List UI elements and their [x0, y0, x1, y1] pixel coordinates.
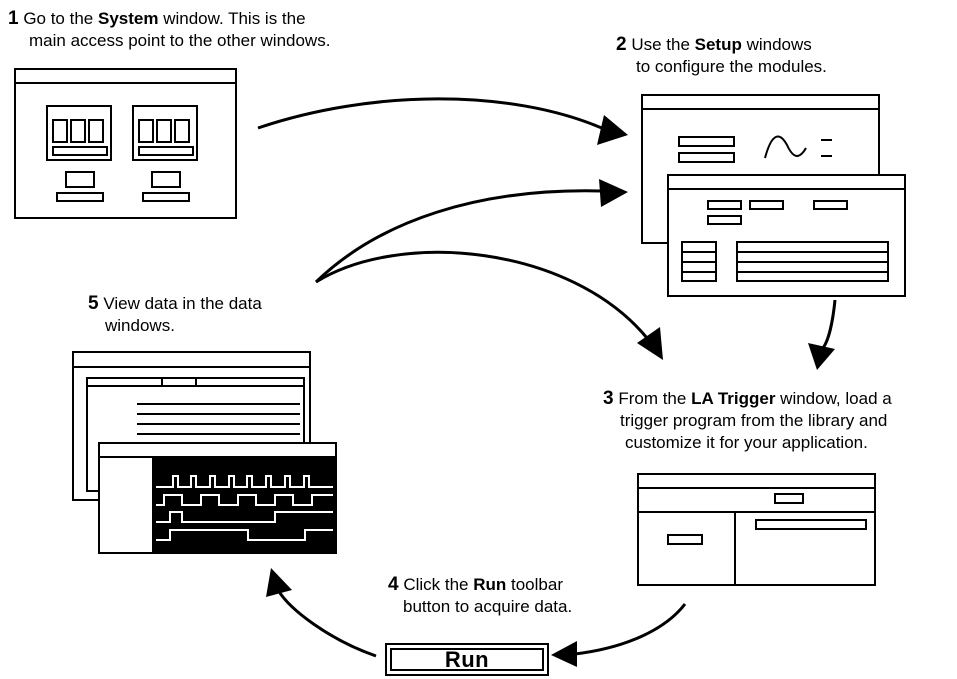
arrow-3-to-4: [551, 603, 687, 667]
setup-windows-icon: [641, 94, 906, 297]
step-number: 5: [88, 293, 99, 314]
step-number: 3: [603, 388, 614, 409]
window-name: System: [97, 9, 159, 28]
step-5-text: 5 View data in the data windows.: [88, 293, 262, 337]
step-text-line3: customize it for your application.: [625, 433, 868, 452]
step-number: 1: [8, 8, 19, 29]
step-text-line2: windows.: [105, 316, 175, 335]
system-window-icon: [14, 68, 237, 219]
step-4-text: 4 Click the Run toolbar button to acquir…: [388, 574, 572, 618]
arrow-5-to-2: [314, 179, 628, 284]
step-text: window, load a: [775, 389, 892, 408]
step-number: 4: [388, 574, 399, 595]
step-text-line2: trigger program from the library and: [620, 411, 888, 430]
button-name: Run: [473, 575, 507, 594]
step-1-text: 1 Go to the System window. This is the m…: [8, 8, 330, 52]
step-number: 2: [616, 34, 627, 55]
arrow-2-to-3: [808, 299, 837, 370]
arrow-1-to-2: [257, 97, 628, 145]
window-name: LA Trigger: [691, 389, 776, 408]
step-text-line2: main access point to the other windows.: [29, 31, 331, 50]
la-trigger-window-icon: [637, 473, 876, 586]
step-text: window. This is the: [158, 9, 306, 28]
step-3-text: 3 From the LA Trigger window, load a tri…: [603, 388, 892, 454]
arrow-4-to-5: [266, 568, 377, 658]
step-text: Go to the: [23, 9, 98, 28]
run-button[interactable]: Run: [385, 643, 549, 676]
arrow-5-to-3: [315, 250, 663, 360]
step-text-line2: button to acquire data.: [403, 597, 573, 616]
step-text: From the: [618, 389, 692, 408]
step-text: windows: [741, 35, 812, 54]
step-text: Use the: [631, 35, 695, 54]
step-text-line2: to configure the modules.: [636, 57, 827, 76]
step-text: toolbar: [506, 575, 563, 594]
step-2-text: 2 Use the Setup windows to configure the…: [616, 34, 827, 78]
window-name: Setup: [694, 35, 742, 54]
data-windows-icon: [72, 351, 337, 554]
step-text: View data in the data: [103, 294, 262, 313]
run-button-label: Run: [390, 647, 544, 672]
step-text: Click the: [403, 575, 474, 594]
